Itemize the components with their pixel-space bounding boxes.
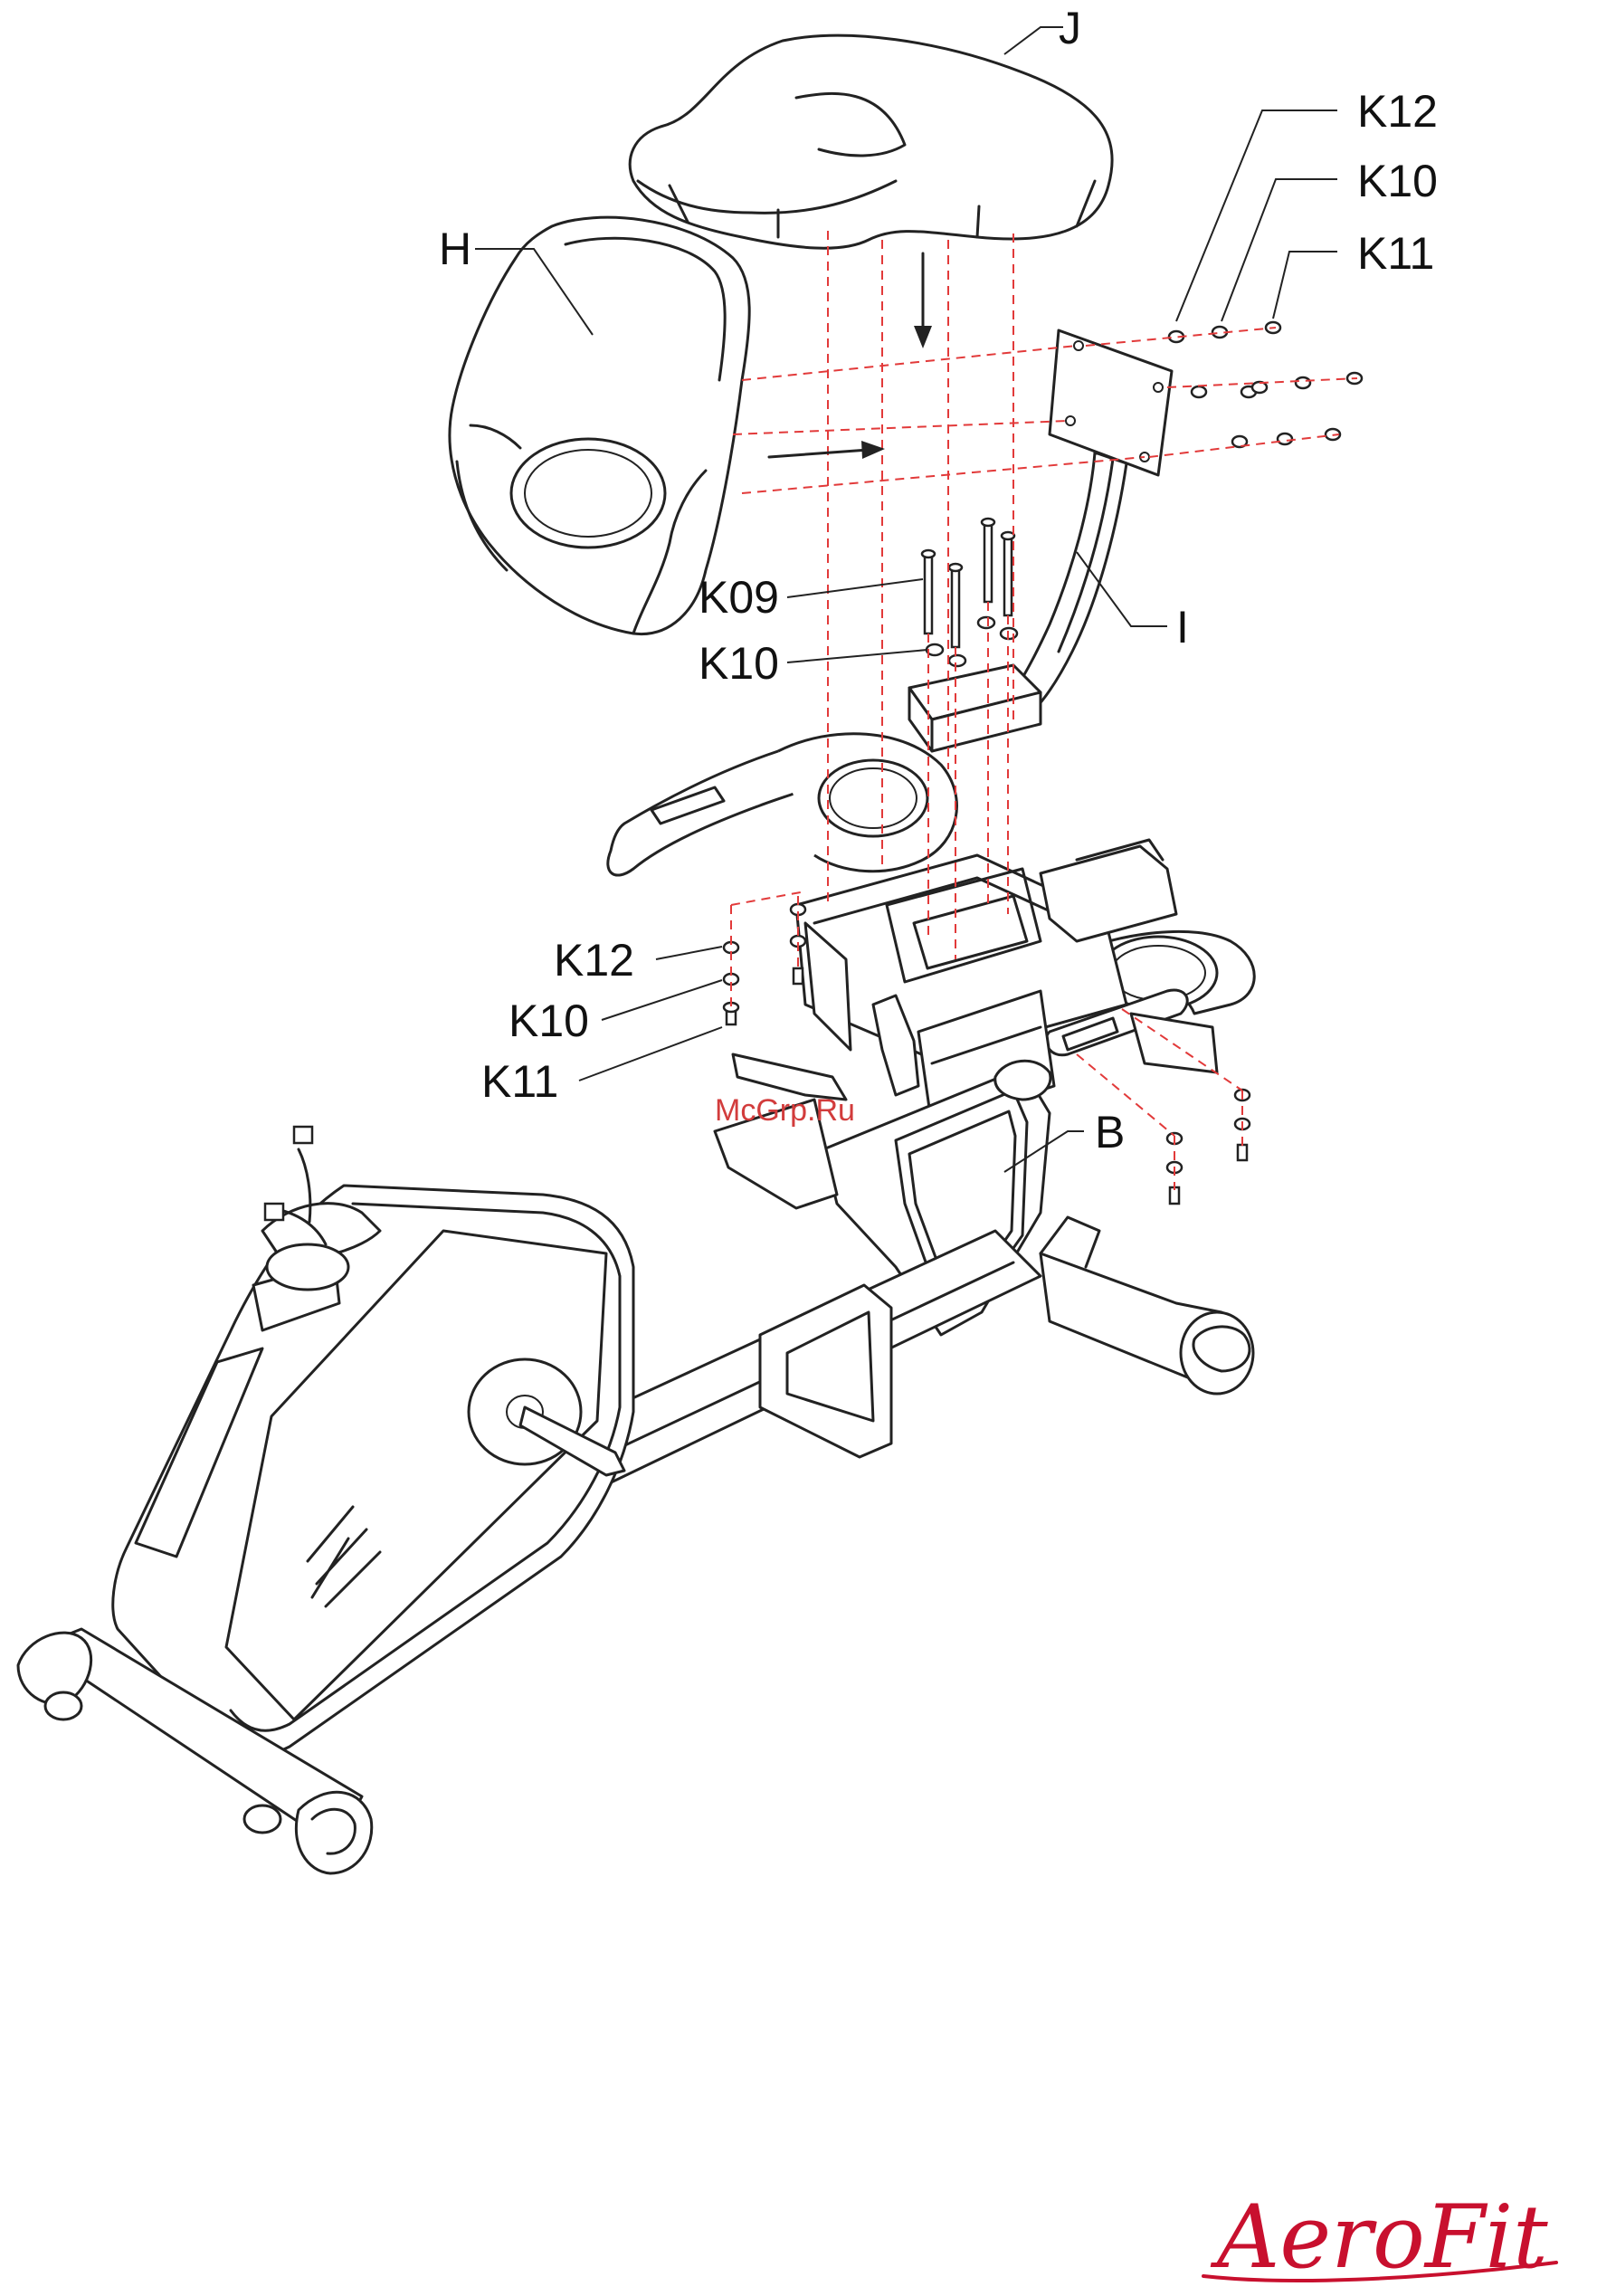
brand-logo-text: AeroFit — [1210, 2186, 1548, 2288]
label-k10-left: K10 — [509, 996, 589, 1046]
hardware-right — [1167, 1090, 1250, 1204]
label-k12-top: K12 — [1357, 86, 1438, 137]
hardware-left — [724, 904, 805, 1024]
label-j: J — [1059, 3, 1081, 53]
label-k11-left: K11 — [481, 1056, 558, 1107]
label-h: H — [439, 224, 471, 274]
brand-logo: AeroFit — [1203, 2186, 1556, 2288]
label-k09: K09 — [699, 572, 779, 623]
label-k11-top: K11 — [1357, 228, 1434, 279]
flywheel-housing — [113, 1127, 633, 1755]
label-k10-mid: K10 — [699, 638, 779, 689]
label-b: B — [1095, 1107, 1125, 1158]
washers-k10-mid — [927, 617, 1017, 666]
watermark-text: McGrp.Ru — [715, 1093, 855, 1128]
hardware-top-right — [1169, 322, 1362, 447]
seat-cushion-j — [630, 35, 1112, 248]
label-k12-left: K12 — [554, 935, 634, 986]
bolts-k09 — [922, 519, 1014, 647]
label-i: I — [1176, 602, 1189, 653]
label-k10-top: K10 — [1357, 156, 1438, 206]
arrow-down-icon — [914, 326, 932, 348]
